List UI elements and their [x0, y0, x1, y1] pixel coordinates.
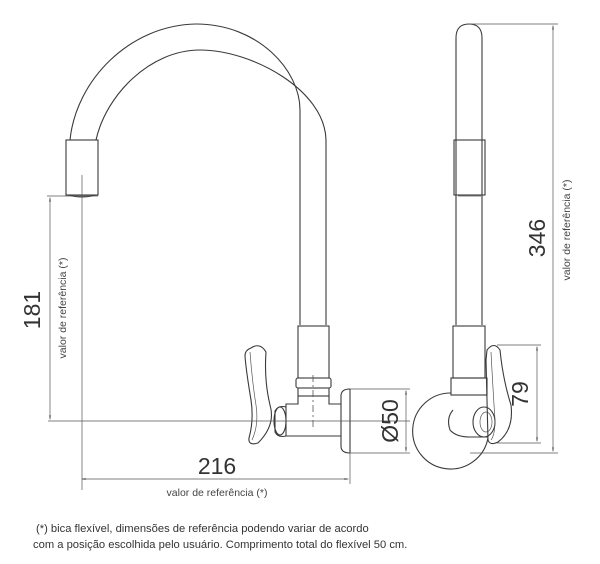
handle-stem	[274, 405, 287, 438]
side-handle-lever	[485, 344, 513, 445]
footnote: (*) bica flexível, dimensões de referênc…	[33, 521, 407, 553]
dimension-79: 79	[497, 344, 541, 444]
collar-ring	[295, 377, 332, 389]
side-collar-ring	[450, 377, 488, 396]
side-collar	[452, 325, 486, 379]
dim-o50-value: Ø50	[377, 399, 403, 442]
side-tube	[455, 23, 483, 325]
dim-181-label: valor de referência (*)	[57, 258, 69, 359]
spout-inner-curve	[95, 49, 327, 325]
dim-216-label: valor de referência (*)	[167, 487, 268, 499]
dim-181-value: 181	[19, 291, 45, 329]
dimension-o50: Ø50	[350, 388, 410, 454]
side-wall-disc	[412, 392, 489, 470]
footnote-line-1: (*) bica flexível, dimensões de referênc…	[36, 523, 369, 535]
dim-346-label: valor de referência (*)	[561, 180, 573, 281]
footnote-line-2: com a posição escolhida pelo usuário. Co…	[33, 539, 408, 551]
collar	[297, 325, 330, 379]
spout-outer-curve	[69, 23, 301, 325]
collar-ring-lower	[297, 387, 330, 397]
front-view	[48, 23, 410, 490]
dim-79-value: 79	[507, 381, 533, 407]
dimension-346: 346 valor de referência (*)	[470, 23, 573, 454]
dimension-216: 216 valor de referência (*)	[82, 453, 351, 499]
valve-body	[285, 396, 341, 437]
dim-216-value: 216	[198, 453, 236, 479]
handle-lever	[244, 345, 273, 445]
side-view	[412, 23, 513, 470]
dim-346-value: 346	[524, 219, 550, 257]
side-sleeve	[453, 139, 486, 196]
dimension-181: 181 valor de referência (*)	[19, 195, 98, 419]
